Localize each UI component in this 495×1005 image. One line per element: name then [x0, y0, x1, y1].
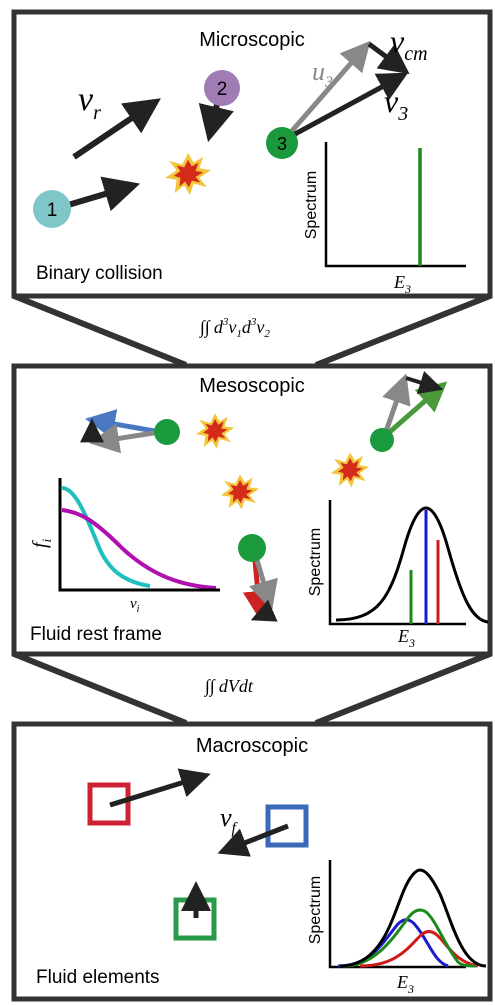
spectrum-inset-micro: Spectrum E3 [303, 142, 466, 296]
integral-lower: ∫∫dVdt [204, 676, 254, 697]
spectrum-xlabel: E3 [393, 272, 411, 296]
fluid-element-red [87, 782, 131, 826]
panel-microscopic: Microscopic Binary collision vr 1 2 3 u3… [11, 9, 493, 299]
funnel-upper [12, 293, 492, 368]
integral-upper: ∫∫d3v1d3v2 [199, 316, 270, 340]
particle-3 [266, 127, 298, 159]
vcm-arrow [367, 41, 410, 75]
relative-velocity-arrow [72, 98, 161, 160]
dist-xlabel: vi [130, 596, 140, 615]
spectrum-curve-green [343, 908, 477, 968]
curve-magenta [61, 508, 217, 590]
flow-velocity-label: vf [220, 803, 239, 837]
vcm-label: vcm [390, 23, 428, 65]
panel-caption: Fluid rest frame [30, 624, 162, 645]
spectrum-ylabel: Spectrum [303, 171, 320, 239]
dist-ylabel: fi [29, 538, 54, 548]
panel-title: Mesoscopic [199, 375, 305, 397]
spectrum-curve-black [339, 868, 487, 968]
panel-title: Macroscopic [196, 735, 308, 757]
fluid-velocity-red [109, 768, 211, 808]
spectrum-xlabel: E3 [396, 972, 414, 996]
u3-arrow [282, 40, 371, 142]
panel-caption: Binary collision [36, 263, 163, 284]
particle-1-label: 1 [47, 200, 58, 221]
particle-group-lower [238, 534, 278, 622]
panel-title: Microscopic [199, 29, 305, 51]
particle-2 [204, 70, 240, 106]
particle-1 [33, 190, 71, 228]
particle-2-label: 2 [217, 79, 228, 100]
panel-mesoscopic: Mesoscopic Fluid rest frame [11, 363, 493, 657]
spectrum-inset-meso: Spectrum E3 [307, 500, 489, 650]
spectrum-ylabel: Spectrum [307, 876, 324, 944]
particle-3-label: 3 [277, 134, 287, 154]
particle-2-velocity-arrow [198, 99, 234, 143]
curve-cyan [61, 486, 151, 588]
v3-arrow [282, 72, 409, 143]
funnel-lower [12, 651, 492, 726]
fluid-element-blue [265, 804, 309, 848]
spectrum-ylabel: Spectrum [307, 528, 324, 596]
distribution-inset: fi vi [29, 478, 220, 615]
spectrum-xlabel: E3 [397, 626, 415, 650]
panel-macroscopic: Macroscopic Fluid elements vf Spectrum E… [11, 721, 493, 1002]
v3-label: v3 [384, 83, 408, 125]
u3-label: u3 [312, 57, 333, 91]
relative-velocity-label: vr [78, 81, 101, 124]
particle-group-left [80, 409, 180, 454]
fluid-velocity-blue [217, 823, 289, 857]
spectrum-inset-macro: Spectrum E3 [307, 860, 487, 996]
gaussian-black [335, 506, 489, 624]
particle-group-upper-right [370, 371, 448, 452]
panel-caption: Fluid elements [36, 967, 160, 988]
